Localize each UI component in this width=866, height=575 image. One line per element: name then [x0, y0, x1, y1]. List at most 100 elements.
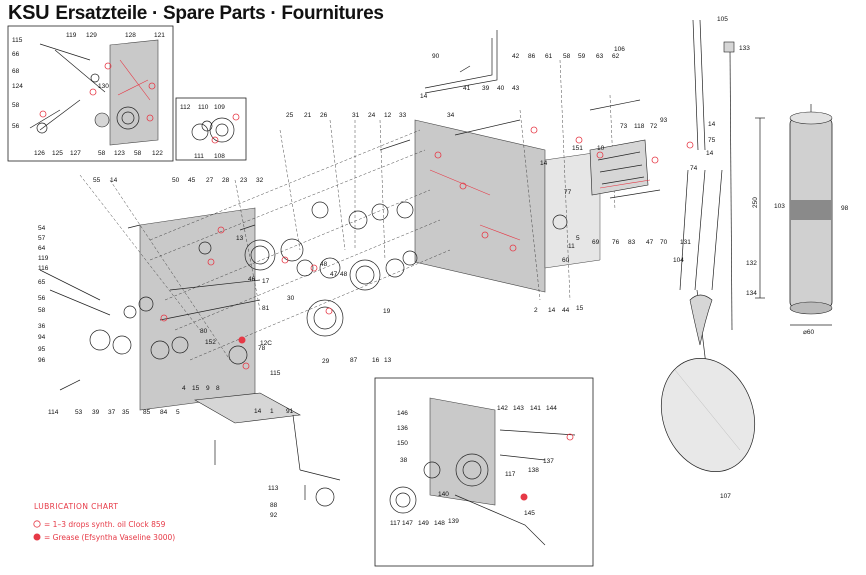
part-number-label: 42 — [512, 53, 520, 60]
part-number-label: 150 — [397, 440, 408, 447]
part-number-label: 90 — [432, 53, 440, 60]
part-number-label: 64 — [38, 245, 46, 252]
part-number-label: 10 — [597, 145, 605, 152]
part-number-label: 24 — [368, 112, 376, 119]
part-number-label: 60 — [562, 257, 570, 264]
part-number-label: 56 — [38, 295, 46, 302]
part-number-label: 43 — [512, 85, 520, 92]
brand-logo: KSU — [8, 2, 50, 24]
part-number-label: 36 — [38, 323, 46, 330]
wheel-23 — [244, 239, 276, 271]
part-number-label: 96 — [38, 357, 46, 364]
part-number-label: 139 — [448, 518, 459, 525]
part-number-label: 91 — [286, 408, 294, 415]
part-number-label: 68 — [12, 68, 20, 75]
part-number-label: 29 — [322, 358, 330, 365]
part-number-label: 98 — [841, 205, 849, 212]
part-number-label: 106 — [614, 46, 625, 53]
legend-title: LUBRICATION CHART — [34, 502, 118, 511]
part-number-label: 56 — [12, 123, 20, 130]
part-number-label: 58 — [563, 53, 571, 60]
part-number-label: 128 — [125, 32, 136, 39]
lubrication-marks — [160, 126, 694, 370]
part-number-label: 123 — [114, 150, 125, 157]
part-number-label: 113 — [268, 485, 279, 492]
part-number-label: 84 — [160, 409, 168, 416]
part-number-label: 13 — [384, 357, 392, 364]
part-number-label: 103 — [774, 203, 785, 210]
part-number-label: 23 — [240, 177, 248, 184]
part-number-label: 145 — [524, 510, 535, 517]
part-number-label: 114 — [48, 409, 59, 416]
dimension-diameter: ⌀60 — [803, 329, 815, 336]
part-number-label: 78 — [258, 345, 266, 352]
inset-small-frame — [175, 97, 247, 161]
part-number-label: 65 — [38, 279, 46, 286]
part-number-label: 12C — [260, 340, 272, 347]
part-number-label: 124 — [12, 83, 23, 90]
part-number-label: 58 — [12, 102, 20, 109]
part-number-label: 93 — [660, 117, 668, 124]
part-number-label: 126 — [34, 150, 45, 157]
part-number-label: 72 — [650, 123, 658, 130]
part-number-label: 69 — [592, 239, 600, 246]
part-number-label: 95 — [38, 346, 46, 353]
part-number-label: 133 — [739, 45, 750, 52]
top-bracket — [424, 30, 498, 94]
part-number-label: 108 — [214, 153, 225, 160]
part-number-label: 66 — [12, 51, 20, 58]
part-number-label: 85 — [143, 409, 151, 416]
part-number-label: 44 — [562, 307, 570, 314]
part-number-label: 14 — [706, 150, 714, 157]
part-number-label: 32 — [256, 177, 264, 184]
grease-point — [520, 493, 528, 501]
part-number-label: 121 — [154, 32, 165, 39]
part-number-label: 119 — [38, 255, 49, 262]
part-number-label: 12 — [384, 112, 392, 119]
part-number-label: 50 — [172, 177, 180, 184]
part-number-label: 140 — [438, 491, 449, 498]
part-number-label: 5 — [176, 409, 180, 416]
part-number-label: 26 — [320, 112, 328, 119]
part-number-label: 143 — [513, 405, 524, 412]
part-number-label: 16 — [372, 357, 380, 364]
part-number-label: 127 — [70, 150, 81, 157]
inset-bottom-frame — [374, 377, 594, 567]
part-number-label: 57 — [38, 235, 46, 242]
part-number-label: 31 — [352, 112, 360, 119]
part-number-label: 46 — [248, 276, 256, 283]
part-number-label: 86 — [528, 53, 536, 60]
legend-grease-text: = Grease (Efsyntha Vaseline 3000) — [44, 533, 175, 542]
pendulum-bob — [660, 358, 756, 472]
part-number-label: 122 — [152, 150, 163, 157]
inset-gear — [116, 106, 140, 130]
inset-frame — [7, 25, 174, 162]
part-number-label: 70 — [660, 239, 668, 246]
part-number-label: 137 — [543, 458, 554, 465]
part-number-label: 14 — [110, 177, 118, 184]
part-number-label: 88 — [270, 502, 278, 509]
part-number-label: 47 — [646, 239, 654, 246]
part-number-label: 2 — [534, 307, 538, 314]
part-number-label: 105 — [717, 16, 728, 23]
part-number-label: 118 — [634, 123, 645, 130]
part-number-label: 147 — [402, 520, 413, 527]
part-number-label: 35 — [122, 409, 130, 416]
inset-bottom — [374, 377, 594, 567]
part-number-label: 28 — [222, 177, 230, 184]
weight-cylinder: 250 ⌀60 — [752, 104, 833, 336]
chime-plate — [544, 151, 601, 269]
wheel-87 — [349, 259, 381, 291]
part-number-label: 25 — [286, 112, 294, 119]
part-number-label: 15 — [576, 305, 584, 312]
oil-symbol — [33, 520, 41, 528]
part-number-label: 40 — [497, 85, 505, 92]
part-number-label: 54 — [38, 225, 46, 232]
gear-train — [89, 201, 568, 365]
part-number-label: 41 — [463, 85, 471, 92]
part-number-label: 17 — [262, 278, 270, 285]
part-number-label: 77 — [564, 189, 572, 196]
part-number-label: 13 — [236, 235, 244, 242]
inset-small — [175, 97, 247, 161]
